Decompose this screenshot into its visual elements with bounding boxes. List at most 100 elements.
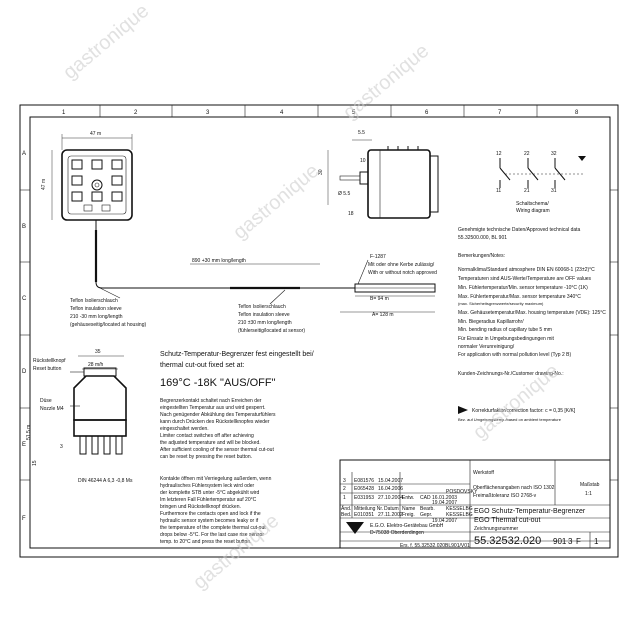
- german-line-8: can be reset by pressing the reset butto…: [160, 454, 252, 460]
- approved-1: Genehmigte technische Daten/Approved tec…: [458, 227, 581, 233]
- front-view: 47 m 47 m: [41, 131, 355, 290]
- tolerance-2: Freimaßtoleranz ISO 2768-v: [473, 493, 537, 499]
- watermark-1: gastronique: [59, 0, 153, 84]
- leak-line-2: der komplette STB unter -5°C abgekühlt w…: [160, 490, 259, 496]
- reset-terminals: [79, 435, 123, 455]
- fixed-value: 169°C -18K "AUS/OFF": [160, 377, 276, 389]
- row-3-date: Datum: [384, 506, 399, 512]
- description-1: EGO Schutz-Temperatur-Begrenzer: [474, 508, 586, 515]
- german-line-2: Nach genügender Abkühlung des Temperatur…: [160, 412, 276, 418]
- row-3-name: Name: [402, 506, 416, 512]
- row-0-index: 3: [343, 478, 346, 484]
- person-2-date: 19.04.2007: [432, 518, 457, 524]
- row-1-date: 16.04.2006: [378, 486, 403, 492]
- person-2-role: Gepr.: [420, 512, 432, 518]
- row-1-index: 2: [343, 486, 346, 492]
- grid-num-1: 1: [62, 110, 66, 116]
- dim-top-55: 5.5: [358, 130, 365, 136]
- dim-b94: B= 94 m: [370, 296, 389, 302]
- teflon-left-1: Teflon Isolierschlauch: [70, 298, 118, 304]
- fixed-title-1: Schutz-Temperatur-Begrenzer fest eingest…: [160, 351, 314, 358]
- tech-line-10: For application with normal pollution le…: [458, 352, 571, 358]
- grid-num-2: 2: [134, 110, 138, 116]
- drawing-no: 55.32532.020: [474, 535, 541, 547]
- sensor-probe: F-1287 Mit oder ohne Kerbe zulässig/ Wit…: [340, 254, 437, 318]
- row-4-ecn: E010351: [354, 512, 374, 518]
- grid-letter-c: C: [22, 296, 27, 302]
- tech-line-4: (max. Sicherheitsgrenzwerte/security max…: [458, 301, 544, 306]
- inner-frame: [29, 116, 611, 549]
- rb-height: 51.5 m: [26, 425, 32, 440]
- dim-front-width: 47 m: [90, 131, 101, 137]
- person-1-role: Bearb.: [420, 506, 435, 512]
- leak-line-5: Furthermore the contacts open and lock i…: [160, 511, 261, 517]
- grid-letter-b: B: [22, 224, 26, 230]
- row-4-date: 27.11.2002: [378, 512, 403, 518]
- side-view: 5.5 10 30 Ø 5.5 18: [318, 130, 439, 219]
- leak-line-8: drops below -5°C. For the last case rise…: [160, 532, 264, 538]
- technical-notes: Genehmigte technische Daten/Approved tec…: [458, 227, 606, 422]
- person-1-date: 19.04.2007: [432, 500, 457, 506]
- leak-line-1: hydraulisches Fühlersystem leck wird ode…: [160, 483, 255, 489]
- german-line-5: Limiter contact switches off after achie…: [160, 433, 254, 439]
- row-2-ecn: E031953: [354, 495, 374, 501]
- terminal-12: 12: [496, 151, 502, 157]
- terminal-11: 11: [496, 188, 501, 194]
- fixed-set-block: Schutz-Temperatur-Begrenzer fest eingest…: [160, 351, 314, 545]
- dim-side-18: 18: [348, 211, 354, 217]
- leak-line-0: Kontakte öffnen mit Verriegelung außerde…: [160, 476, 272, 482]
- description-2: EGO Thermal cut-out: [474, 517, 540, 524]
- tech-line-9: normaler Verunreinigung/: [458, 344, 515, 350]
- letter-value: F: [576, 537, 581, 546]
- capillary-labels: 890 +30 mm long/length Teflon Isoliersch…: [70, 258, 320, 334]
- capillary-tube: [95, 220, 355, 289]
- material-label: Werkstoff: [473, 470, 495, 476]
- tech-line-6: Min. Biegeradius Kapillarrohr/: [458, 319, 524, 325]
- nozzle-label-2: Nozzle M4: [40, 406, 64, 412]
- dim-side-diam: Ø 5.5: [338, 191, 350, 197]
- title-block: 3 E081576 15.04.2007 2 E065428 16.04.200…: [339, 459, 611, 549]
- watermark-2: gastronique: [339, 40, 433, 124]
- leak-line-4: bringen und Rückstellknopf drücken.: [160, 504, 241, 510]
- customer-drawing: Kunden-Zeichnungs-Nr./Customer drawing-N…: [458, 371, 564, 377]
- remarks-title: Bemerkungen/Notes:: [458, 253, 505, 259]
- tech-line-5: Max. Gehäusetemperatur/Max. housing temp…: [458, 310, 606, 316]
- format-value: 3: [568, 537, 573, 546]
- row-4-name: Freig.: [402, 512, 415, 518]
- leak-line-7: the temperature of the complete thermal …: [160, 525, 266, 531]
- sheet-code: 901: [553, 537, 567, 546]
- german-line-0: Begrenzerkontakt schaltet nach Erreichen…: [160, 398, 262, 404]
- rb-width: 35: [95, 349, 101, 355]
- row-0-date: 15.04.2007: [378, 478, 403, 484]
- wiring-diagram: 12 22 32 11 21 31 Schaltschema/ Wiring d…: [496, 151, 586, 214]
- side-housing: [367, 149, 431, 219]
- terminal-21: 21: [524, 188, 530, 194]
- grid-num-7: 7: [498, 110, 502, 116]
- terminal-22: 22: [524, 151, 530, 157]
- tech-line-8: Für Einsatz in Umgebungsbedingungen mit: [458, 336, 554, 342]
- row-2-index: 1: [343, 495, 346, 501]
- ego-logo-icon: [346, 522, 364, 534]
- grid-top-numbers: 1 2 3 4 5 6 7 8: [62, 105, 579, 117]
- dim-front-height: 47 m: [41, 179, 47, 190]
- german-line-7: After sufficient cooling of the sensor t…: [160, 447, 274, 453]
- watermark-3: gastronique: [229, 160, 323, 244]
- grid-num-5: 5: [352, 110, 356, 116]
- grid-num-4: 4: [280, 110, 284, 116]
- correction-2: Bez. auf Umgebungstemp./based on ambient…: [458, 417, 562, 422]
- fixed-title-2: thermal cut-out fixed set at:: [160, 362, 244, 369]
- teflon-right-3: 210 ±30 mm long/length: [238, 320, 292, 326]
- dim-side-30: 30: [318, 169, 324, 175]
- row-3-index: Änd.: [341, 505, 351, 512]
- tech-line-3: Max. Fühlertemperatur/Max. sensor temper…: [458, 294, 581, 300]
- german-line-1: eingestellten Temperatur aus und wird ge…: [160, 405, 266, 411]
- tech-line-1: Temperaturen sind AUS-Werte/Temperature …: [458, 276, 592, 282]
- teflon-right-1: Teflon Isolierschlauch: [238, 304, 286, 310]
- reset-label-2: Reset button: [33, 366, 62, 372]
- grid-letter-f: F: [22, 516, 26, 522]
- tech-line-0: Normalklima/Standard atmosphere DIN EN 6…: [458, 267, 595, 273]
- wiring-label-1: Schaltschema/: [516, 201, 549, 207]
- dim-side-w: 10: [360, 158, 366, 164]
- scale-label: Maßstab: [580, 482, 600, 488]
